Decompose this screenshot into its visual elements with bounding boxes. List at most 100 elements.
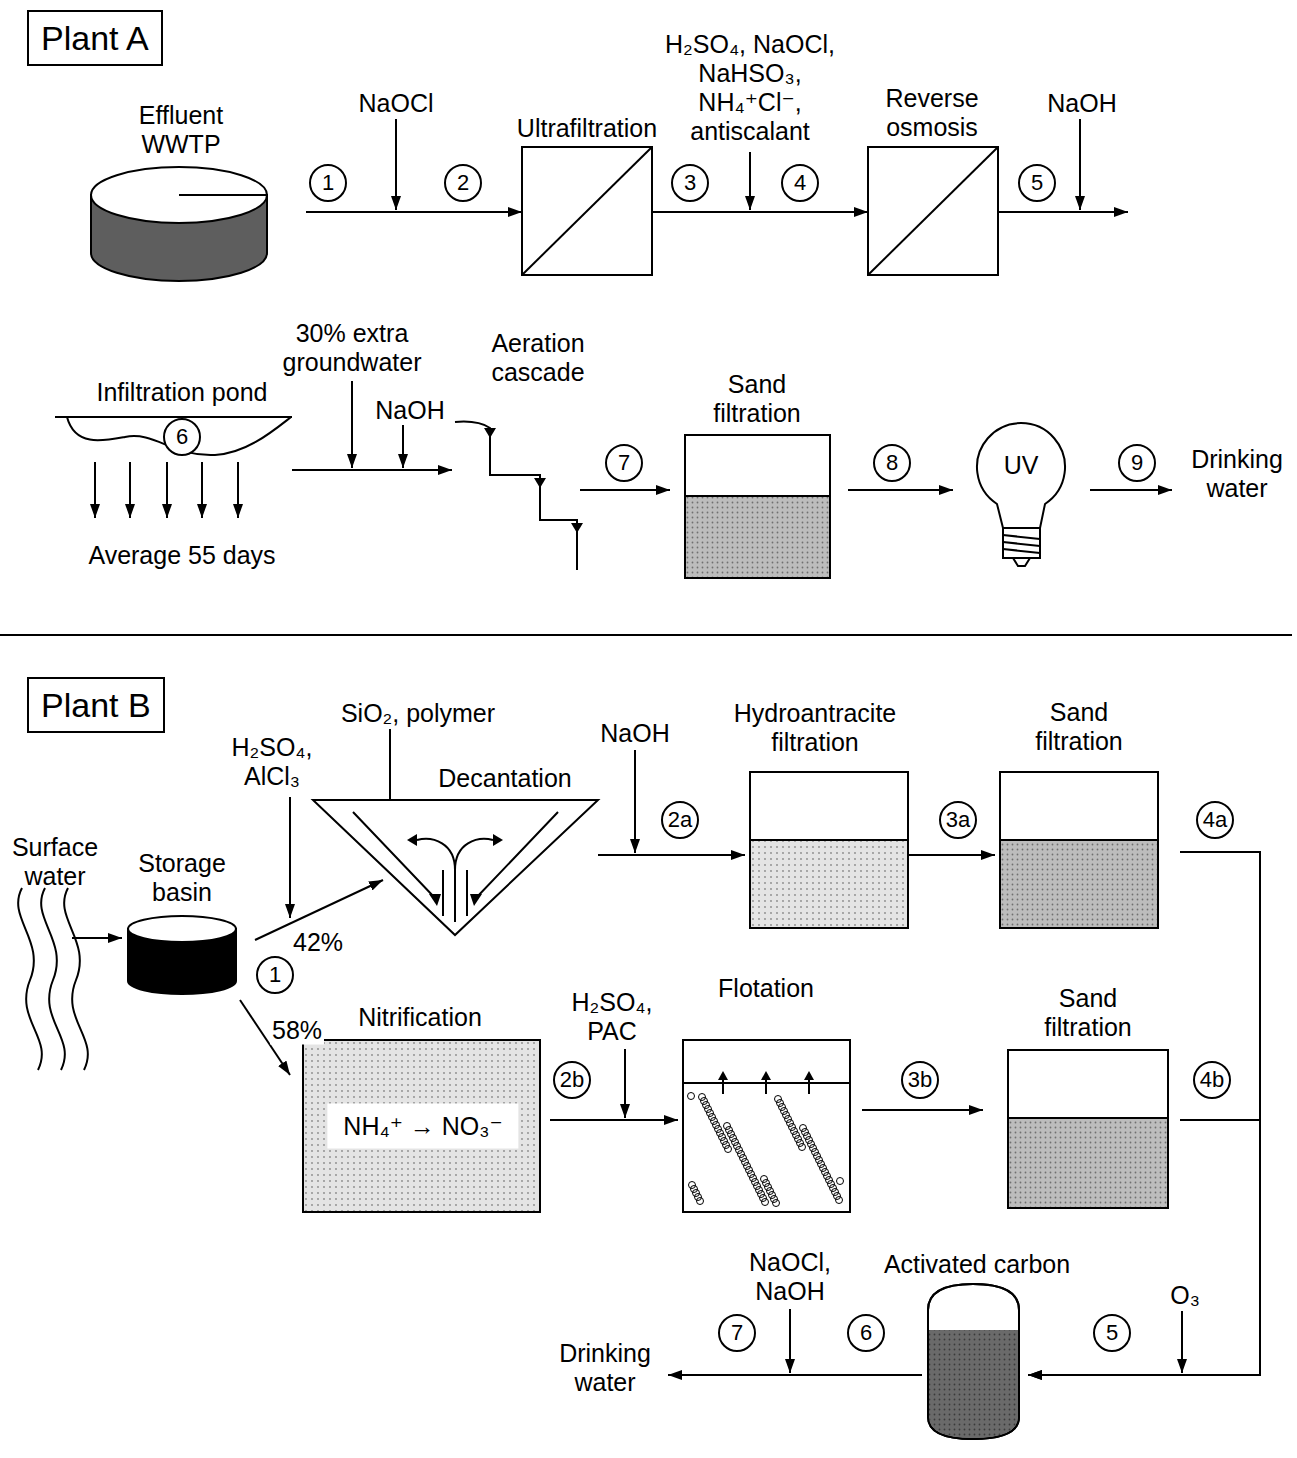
infiltration-arrow [166,462,168,518]
unit-name: Sand filtration [695,370,820,428]
unit-shape-part [685,495,830,497]
flow-arrow [1090,489,1172,491]
unit-shape-part [777,1100,784,1107]
unit-shape-part [683,1040,850,1212]
unit-name: UV [1004,451,1039,480]
unit-shape-part [707,1110,714,1117]
unit-shape-part [493,834,503,846]
unit-shape-part [709,1114,716,1121]
unit-shape-part [750,772,908,928]
dosing-arrow [789,1309,791,1373]
infiltration-arrow [201,462,203,518]
split-percentage: 58% [270,1016,324,1045]
dosing-arrow [351,381,353,468]
unit-shape-part [760,1195,767,1202]
unit-shape-part [723,1142,730,1149]
unit-shape-part [771,1196,778,1203]
callout-number: 8 [873,444,911,482]
unit-shape-part [816,1157,823,1164]
unit-shape [927,1282,1020,1440]
unit-shape-part [417,839,493,870]
unit-name: Sand filtration [1026,984,1151,1042]
unit-shape-part [744,1163,751,1170]
plant-title-box: Plant A [27,10,163,66]
unit-shape-part [762,1199,769,1206]
unit-shape-part [820,1165,827,1172]
annotation-text: NaOH [375,396,444,425]
unit-shape [750,772,908,928]
unit-name: Storage basin [122,849,242,907]
callout-number: 4a [1196,801,1234,839]
unit-shape-part [810,1145,817,1152]
unit-shape-part [769,1192,776,1199]
unit-shape-part [534,478,546,488]
unit-shape-part [802,1129,809,1136]
separator-line [0,634,1292,636]
flow-connector [862,1109,983,1111]
unit-shape-part [1008,1118,1168,1208]
unit-shape [1000,772,1158,928]
unit-shape-part [407,834,417,846]
unit-shape [683,1040,850,1212]
unit-shape-part [1008,1117,1168,1119]
unit-shape-part [738,1151,745,1158]
flow-connector [908,854,995,856]
unit-shape-part [804,1133,811,1140]
unit-shape-part [725,1146,732,1153]
callout-number: 5 [1093,1314,1131,1352]
callout-number: 1 [256,956,294,994]
unit-shape-part [730,1135,737,1142]
callout-number: 4b [1193,1061,1231,1099]
flow-connector [306,211,522,213]
unit-shape-part [742,1159,749,1166]
annotation-text: H₂SO₄, NaOCl, NaHSO₃, NH₄⁺Cl⁻, antiscala… [658,30,843,146]
unit-shape [127,915,237,997]
unit-shape-part [752,1179,759,1186]
unit-shape-part [455,422,577,570]
unit-shape-part [685,435,830,578]
unit-shape-part [929,1330,1018,1438]
unit-shape-part [726,1127,733,1134]
flow-connector [598,854,745,856]
unit-shape-part [685,496,830,578]
unit-shape-part [928,1284,1019,1439]
unit-name: Nitrification [358,1003,482,1032]
unit-shape-part [830,1185,837,1192]
unit-shape-part [699,1094,706,1101]
unit-shape-part [791,1128,798,1135]
unit-shape-part [691,1186,698,1193]
callout-number: 2b [553,1061,591,1099]
unit-shape-part [718,1071,728,1080]
callout-number: 5 [1018,164,1056,202]
unit-shape-part [789,1124,796,1131]
annotation-text: NaOH [600,719,669,748]
surface-water-waves [41,888,65,1070]
unit-shape-part [1013,558,1030,566]
unit-shape-part [695,1194,702,1201]
process-unit: NitrificationNH₄⁺ → NO₃⁻ [303,1040,540,1212]
unit-shape-part [824,1173,831,1180]
unit-shape [313,798,598,938]
unit-shape-part [808,1078,810,1094]
unit-shape-part [787,1120,794,1127]
unit-shape-part [763,1180,770,1187]
annotation-text: NaOCl, NaOH [735,1248,845,1306]
flow-connector [580,489,670,491]
unit-shape-part [750,839,908,841]
unit-shape-part [793,1132,800,1139]
unit-shape-part [719,1134,726,1141]
process-unit: UV [975,418,1068,568]
callout-number: 2 [444,164,482,202]
unit-name: Flotation [718,974,814,1003]
unit-name: Reverse osmosis [867,84,997,142]
unit-shape-part [799,1144,806,1151]
unit-shape-part [522,147,652,275]
unit-shape-part [826,1177,833,1184]
unit-shape-part [713,1122,720,1129]
unit-shape-part [928,1284,1019,1439]
unit-shape-part [693,1190,700,1197]
unit-shape-part [761,1176,768,1183]
plant-title: Plant B [29,679,163,731]
annotation-text: Drinking water [548,1339,663,1397]
